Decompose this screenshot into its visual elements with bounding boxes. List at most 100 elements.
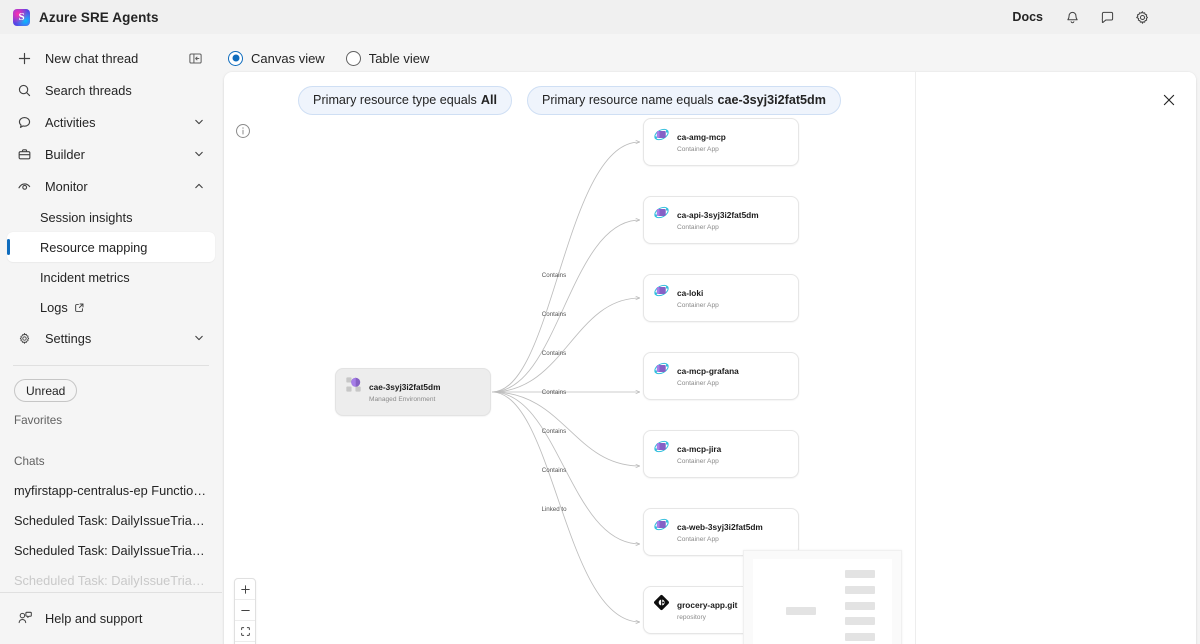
list-item[interactable]: Scheduled Task: DailyIssueTriager: [7, 505, 215, 535]
gear-icon[interactable]: [1127, 3, 1157, 31]
sidebar-subitem-label: Session insights: [40, 209, 133, 225]
resource-detail-panel: [916, 72, 1196, 644]
filter-chip-resource-name[interactable]: Primary resource name equals cae-3syj3i2…: [526, 85, 841, 115]
chats-group-label: Chats: [14, 455, 45, 468]
panel-collapse-icon[interactable]: [184, 47, 206, 69]
chevron-down-icon[interactable]: [192, 147, 206, 161]
sidebar-item-incident-metrics[interactable]: Incident metrics: [7, 262, 215, 292]
node-subtitle: repository: [677, 614, 706, 621]
sidebar-item-resource-mapping[interactable]: Resource mapping: [7, 232, 215, 262]
graph-node[interactable]: ca-loki Container App: [643, 274, 799, 322]
skeleton-bar: [845, 617, 875, 625]
node-subtitle: Container App: [677, 146, 719, 153]
sidebar-item-builder[interactable]: Builder: [7, 138, 215, 170]
graph-node[interactable]: ca-api-3syj3i2fat5dm Container App: [643, 196, 799, 244]
chat-icon[interactable]: [1092, 3, 1122, 31]
search-threads-button[interactable]: Search threads: [7, 74, 215, 106]
node-subtitle: Container App: [677, 458, 719, 465]
skeleton-bar: [845, 602, 875, 610]
sidebar-item-session-insights[interactable]: Session insights: [7, 202, 215, 232]
filter-chip-prefix: Primary resource name equals: [541, 93, 714, 107]
node-title: cae-3syj3i2fat5dm: [369, 382, 441, 392]
main-content: Canvas view Table view: [222, 34, 1200, 644]
graph-node[interactable]: ca-amg-mcp Container App: [643, 118, 799, 166]
sidebar-item-logs[interactable]: Logs: [7, 292, 215, 322]
radio-table-view[interactable]: Table view: [345, 50, 429, 66]
node-title: ca-mcp-grafana: [677, 366, 739, 376]
close-icon[interactable]: [1156, 87, 1182, 113]
search-threads-label: Search threads: [45, 82, 132, 98]
azure-sre-logo-icon: [13, 8, 30, 26]
graph-node[interactable]: ca-mcp-grafana Container App: [643, 352, 799, 400]
gear-icon: [16, 330, 33, 347]
chat-bubble-icon: [16, 114, 33, 131]
graph-node-center[interactable]: cae-3syj3i2fat5dm Managed Environment: [335, 368, 491, 416]
node-title: ca-amg-mcp: [677, 132, 726, 142]
container-app-icon: [653, 438, 670, 455]
info-circle-icon[interactable]: [234, 122, 254, 142]
radio-canvas-view-indicator: [228, 50, 243, 66]
filter-chip-value: cae-3syj3i2fat5dm: [717, 93, 826, 107]
plus-icon: [16, 50, 33, 67]
sidebar-item-monitor[interactable]: Monitor: [7, 170, 215, 202]
list-item[interactable]: Scheduled Task: DailyIssueTriager: [7, 565, 215, 592]
radio-canvas-view[interactable]: Canvas view: [228, 50, 325, 66]
edge-label: Contains: [542, 311, 566, 318]
help-support-icon: [16, 610, 33, 627]
brand: Azure SRE Agents: [0, 8, 159, 26]
node-subtitle: Container App: [677, 302, 719, 309]
canvas-minimap[interactable]: [743, 550, 902, 644]
sidebar-bottom: Help and support: [0, 592, 222, 644]
edge-label: Contains: [542, 389, 566, 396]
node-subtitle: Container App: [677, 380, 719, 387]
container-app-icon: [653, 204, 670, 221]
chat-item-label: Scheduled Task: DailyIssueTriager: [14, 542, 208, 558]
graph-canvas[interactable]: Contains Contains Contains Contains Cont…: [224, 72, 1196, 644]
sidebar: New chat thread Search threads: [0, 34, 222, 644]
node-subtitle: Container App: [677, 224, 719, 231]
container-app-icon: [653, 126, 670, 143]
container-app-icon: [653, 516, 670, 533]
canvas-zoom-controls: [234, 578, 256, 644]
chat-item-label: Scheduled Task: DailyIssueTriager: [14, 572, 208, 588]
chevron-down-icon[interactable]: [192, 331, 206, 345]
sidebar-item-settings[interactable]: Settings: [7, 322, 215, 354]
view-mode-toggle: Canvas view Table view: [222, 34, 1200, 71]
briefcase-icon: [16, 146, 33, 163]
skeleton-bar: [786, 607, 816, 615]
chat-thread-list: myfirstapp-centralus-ep Function A... Sc…: [0, 468, 222, 592]
unread-filter-pill[interactable]: Unread: [14, 379, 78, 402]
app-title: Azure SRE Agents: [39, 9, 159, 25]
fit-view-button[interactable]: [235, 621, 255, 642]
sidebar-item-label: Activities: [45, 114, 96, 130]
graph-node[interactable]: ca-mcp-jira Container App: [643, 430, 799, 478]
container-app-icon: [653, 282, 670, 299]
filter-chip-prefix: Primary resource type equals: [313, 93, 477, 107]
sidebar-item-label: Settings: [45, 330, 92, 346]
chevron-down-icon[interactable]: [192, 115, 206, 129]
chat-item-label: Scheduled Task: DailyIssueTriager: [14, 512, 208, 528]
sidebar-subitem-label: Incident metrics: [40, 269, 130, 285]
skeleton-bar: [845, 570, 875, 578]
chevron-up-icon[interactable]: [192, 179, 206, 193]
skeleton-bar: [845, 633, 875, 641]
node-title: grocery-app.git: [677, 600, 738, 610]
docs-link[interactable]: Docs: [1012, 10, 1043, 24]
sidebar-divider: [13, 365, 209, 366]
sidebar-item-activities[interactable]: Activities: [7, 106, 215, 138]
graph-node[interactable]: ca-web-3syj3i2fat5dm Container App: [643, 508, 799, 556]
zoom-in-button[interactable]: [235, 579, 255, 600]
zoom-out-button[interactable]: [235, 600, 255, 621]
app-header: Azure SRE Agents Docs: [0, 0, 1200, 34]
new-chat-thread-button[interactable]: New chat thread: [7, 42, 215, 74]
header-actions: Docs: [1003, 3, 1200, 31]
help-and-support-button[interactable]: Help and support: [7, 602, 215, 634]
edge-label: Contains: [542, 350, 566, 357]
edge-label: Contains: [542, 428, 566, 435]
managed-environment-icon: [345, 376, 362, 393]
filter-chip-resource-type[interactable]: Primary resource type equals All: [298, 85, 512, 115]
bell-icon[interactable]: [1057, 3, 1087, 31]
list-item[interactable]: myfirstapp-centralus-ep Function A...: [7, 475, 215, 505]
list-item[interactable]: Scheduled Task: DailyIssueTriager: [7, 535, 215, 565]
